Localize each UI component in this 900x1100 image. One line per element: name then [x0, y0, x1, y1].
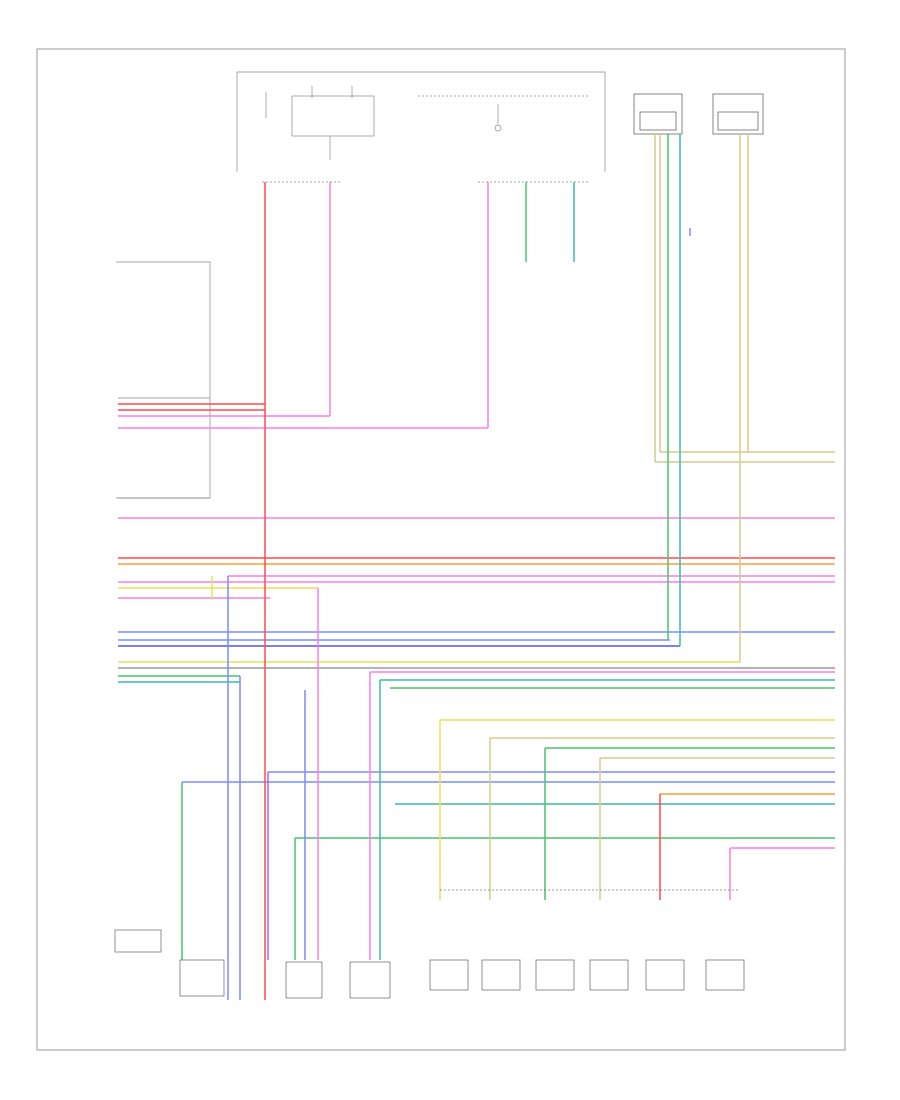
bottom-components [114, 889, 745, 999]
sensor-left [114, 929, 162, 953]
diagram-frame [36, 48, 846, 1051]
coil-4 [589, 959, 629, 991]
powertrain-module [116, 261, 211, 499]
vertical-wires [181, 134, 749, 1000]
top-labels [168, 70, 220, 96]
coil-2 [481, 959, 521, 991]
coil-5 [645, 959, 685, 991]
component-center-1 [285, 961, 323, 999]
horizontal-wires [118, 403, 835, 849]
coil-1 [429, 959, 469, 991]
connector-right-top-2 [712, 93, 764, 135]
coil-6 [705, 959, 745, 991]
component-center-2 [349, 961, 391, 999]
connector-right-top-1 [633, 93, 683, 135]
coil-3 [535, 959, 575, 991]
power-distribution-group [236, 71, 606, 183]
component-harness-left [179, 959, 225, 997]
